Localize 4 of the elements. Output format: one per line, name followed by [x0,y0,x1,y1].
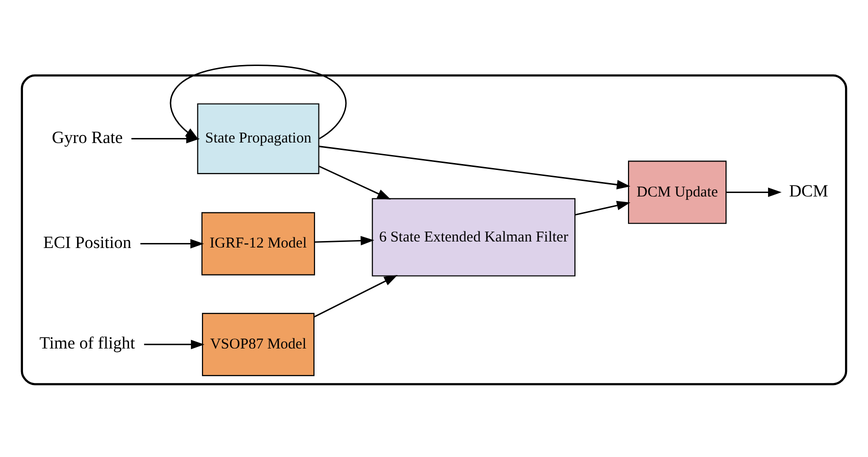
node-text: Gyro Rate [52,127,123,146]
node-text: DCM [789,180,828,200]
node-text: Time of flight [40,333,136,352]
node-text: ECI Position [43,232,132,252]
